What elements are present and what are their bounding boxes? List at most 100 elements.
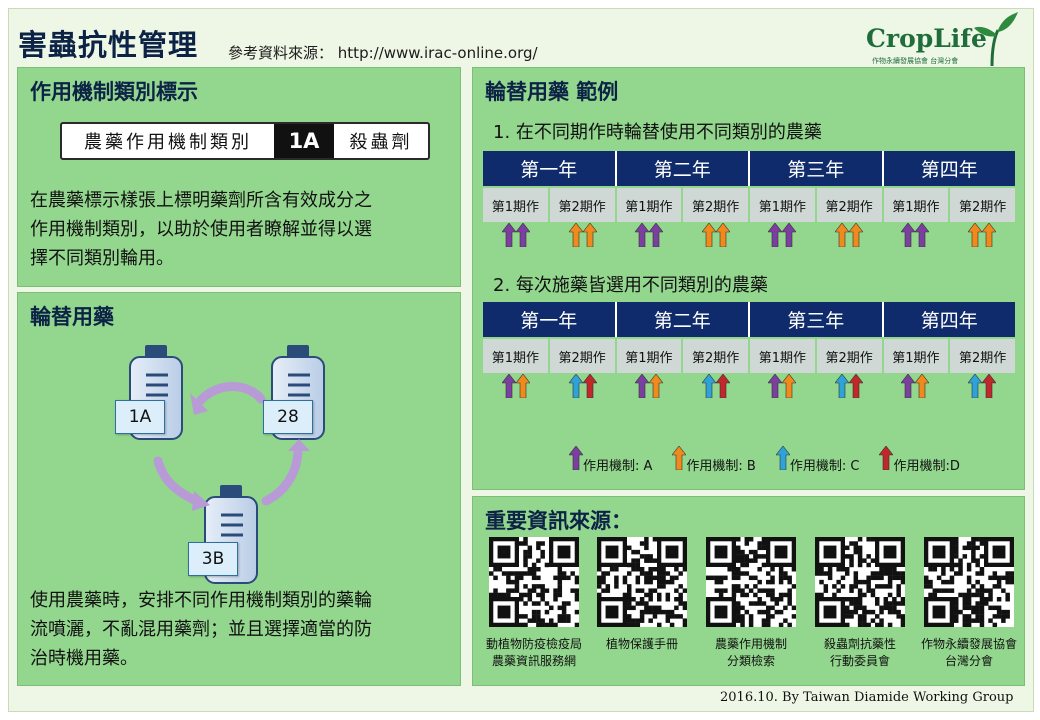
qr-code[interactable] xyxy=(706,537,797,628)
moa-arrow-pair xyxy=(816,222,883,252)
example-panel-title: 輪替用藥 範例 xyxy=(485,80,619,104)
moa-label-sample: 農藥作用機制類別 1A 殺蟲劑 xyxy=(60,122,430,160)
moa-arrow-row xyxy=(483,222,1015,252)
up-arrow-icon xyxy=(568,373,584,402)
example-2-table: 第一年 第二年 第三年 第四年 第1期作 第2期作 第1期作 第2期作 第1期作… xyxy=(483,302,1015,403)
resources-panel: 重要資訊來源： 動植物防疫檢疫局 農藥資訊服務網 植物保護手冊 農藥作用機制 分… xyxy=(472,496,1025,686)
period-cell: 第2期作 xyxy=(683,337,750,373)
cycle-arrowhead-icon xyxy=(190,393,310,511)
moa-arrow-pair xyxy=(550,373,617,403)
qr-code[interactable] xyxy=(815,537,906,628)
up-arrow-icon xyxy=(848,222,864,251)
qr-caption: 作物永續發展協會 台灣分會 xyxy=(904,636,1034,670)
up-arrow-icon xyxy=(568,445,584,474)
qr-code[interactable] xyxy=(924,537,1015,628)
moa-panel-title: 作用機制類別標示 xyxy=(30,80,198,104)
moa-arrow-row xyxy=(483,373,1015,403)
caption-line: 殺蟲劑抗藥性 xyxy=(823,637,896,651)
period-cell: 第2期作 xyxy=(950,186,1015,222)
year-cell: 第二年 xyxy=(616,151,750,186)
rotation-diagram xyxy=(129,345,325,584)
period-cell: 第1期作 xyxy=(750,186,817,222)
period-cell: 第1期作 xyxy=(483,186,550,222)
sprout-icon xyxy=(974,12,1018,67)
caption-line: 分類檢索 xyxy=(726,654,775,668)
up-arrow-icon xyxy=(967,222,983,251)
moa-desc-line: 在農藥標示樣張上標明藥劑所含有效成分之 xyxy=(30,190,372,211)
cycle-arrow-icon xyxy=(153,382,303,506)
qr-caption: 植物保護手冊 xyxy=(577,636,707,653)
up-arrow-icon xyxy=(634,222,650,251)
up-arrow-icon xyxy=(501,373,517,402)
up-arrow-icon xyxy=(501,222,517,251)
moa-arrow-pair xyxy=(616,373,683,403)
moa-desc-line: 擇不同類別輪用。 xyxy=(30,248,174,269)
rotation-desc-line: 使用農藥時，安排不同作用機制類別的藥輪 xyxy=(30,590,372,611)
footer-credit: 2016.10. By Taiwan Diamide Working Group xyxy=(720,690,1014,705)
period-row: 第1期作 第2期作 第1期作 第2期作 第1期作 第2期作 第1期作 第2期作 xyxy=(483,186,1015,222)
period-cell: 第1期作 xyxy=(616,337,684,373)
legend-item: 作用機制: C xyxy=(775,445,860,474)
rotation-desc-line: 治時機用藥。 xyxy=(30,648,138,669)
moa-arrow-pair xyxy=(616,222,683,252)
period-cell: 第1期作 xyxy=(883,186,951,222)
up-arrow-icon xyxy=(568,222,584,251)
reference-url[interactable]: http://www.irac-online.org/ xyxy=(337,44,538,62)
moa-arrow-pair xyxy=(949,373,1016,403)
up-arrow-icon xyxy=(648,373,664,402)
example-1-table: 第一年 第二年 第三年 第四年 第1期作 第2期作 第1期作 第2期作 第1期作… xyxy=(483,151,1015,252)
up-arrow-icon xyxy=(582,222,598,251)
reference-source: 參考資料來源： http://www.irac-online.org/ xyxy=(228,42,538,63)
moa-arrow-pair xyxy=(483,222,550,252)
up-arrow-icon xyxy=(781,222,797,251)
qr-caption: 動植物防疫檢疫局 農藥資訊服務網 xyxy=(469,636,599,670)
qr-code[interactable] xyxy=(597,537,688,628)
logo-subtitle: 作物永續發展協會 台灣分會 xyxy=(872,57,959,65)
up-arrow-icon xyxy=(767,222,783,251)
up-arrow-icon xyxy=(715,222,731,251)
up-arrow-icon xyxy=(775,445,791,474)
legend-label: 作用機制: C xyxy=(789,459,860,474)
period-cell: 第1期作 xyxy=(483,337,550,373)
period-cell: 第2期作 xyxy=(549,337,617,373)
caption-line: 植物保護手冊 xyxy=(605,637,678,651)
qr-code[interactable] xyxy=(489,537,580,628)
resources-panel-title: 重要資訊來源： xyxy=(485,509,632,533)
caption-line: 台灣分會 xyxy=(944,654,993,668)
moa-label-code: 1A xyxy=(274,124,334,158)
period-cell: 第2期作 xyxy=(816,186,884,222)
moa-description: 在農藥標示樣張上標明藥劑所含有效成分之 作用機制類別，以助於使用者瞭解並得以選 … xyxy=(30,186,372,273)
up-arrow-icon xyxy=(515,222,531,251)
legend-item: 作用機制: A xyxy=(568,445,652,474)
up-arrow-icon xyxy=(634,373,650,402)
period-cell: 第2期作 xyxy=(816,337,884,373)
example-1-heading: 1. 在不同期作時輪替使用不同類別的農藥 xyxy=(493,122,822,143)
up-arrow-icon xyxy=(701,222,717,251)
period-cell: 第1期作 xyxy=(616,186,684,222)
bottle-label: 28 xyxy=(263,400,313,434)
up-arrow-icon xyxy=(515,373,531,402)
period-cell: 第1期作 xyxy=(883,337,951,373)
legend-item: 作用機制:D xyxy=(878,445,960,474)
reference-prefix: 參考資料來源： xyxy=(228,44,334,62)
year-header-row: 第一年 第二年 第三年 第四年 xyxy=(483,151,1015,186)
moa-desc-line: 作用機制類別，以助於使用者瞭解並得以選 xyxy=(30,219,372,240)
up-arrow-icon xyxy=(767,373,783,402)
up-arrow-icon xyxy=(967,373,983,402)
up-arrow-icon xyxy=(848,373,864,402)
up-arrow-icon xyxy=(834,373,850,402)
moa-arrow-pair xyxy=(749,222,816,252)
year-header-row: 第一年 第二年 第三年 第四年 xyxy=(483,302,1015,337)
period-cell: 第2期作 xyxy=(950,337,1015,373)
up-arrow-icon xyxy=(900,222,916,251)
caption-line: 農藥資訊服務網 xyxy=(491,654,576,668)
page-title: 害蟲抗性管理 xyxy=(18,28,199,62)
caption-line: 行動委員會 xyxy=(829,654,890,668)
rotation-example-panel: 輪替用藥 範例 1. 在不同期作時輪替使用不同類別的農藥 第一年 第二年 第三年… xyxy=(472,67,1025,490)
up-arrow-icon xyxy=(914,373,930,402)
up-arrow-icon xyxy=(648,222,664,251)
qr-caption: 殺蟲劑抗藥性 行動委員會 xyxy=(795,636,925,670)
year-cell: 第四年 xyxy=(883,151,1015,186)
moa-arrow-pair xyxy=(749,373,816,403)
caption-line: 動植物防疫檢疫局 xyxy=(485,637,582,651)
